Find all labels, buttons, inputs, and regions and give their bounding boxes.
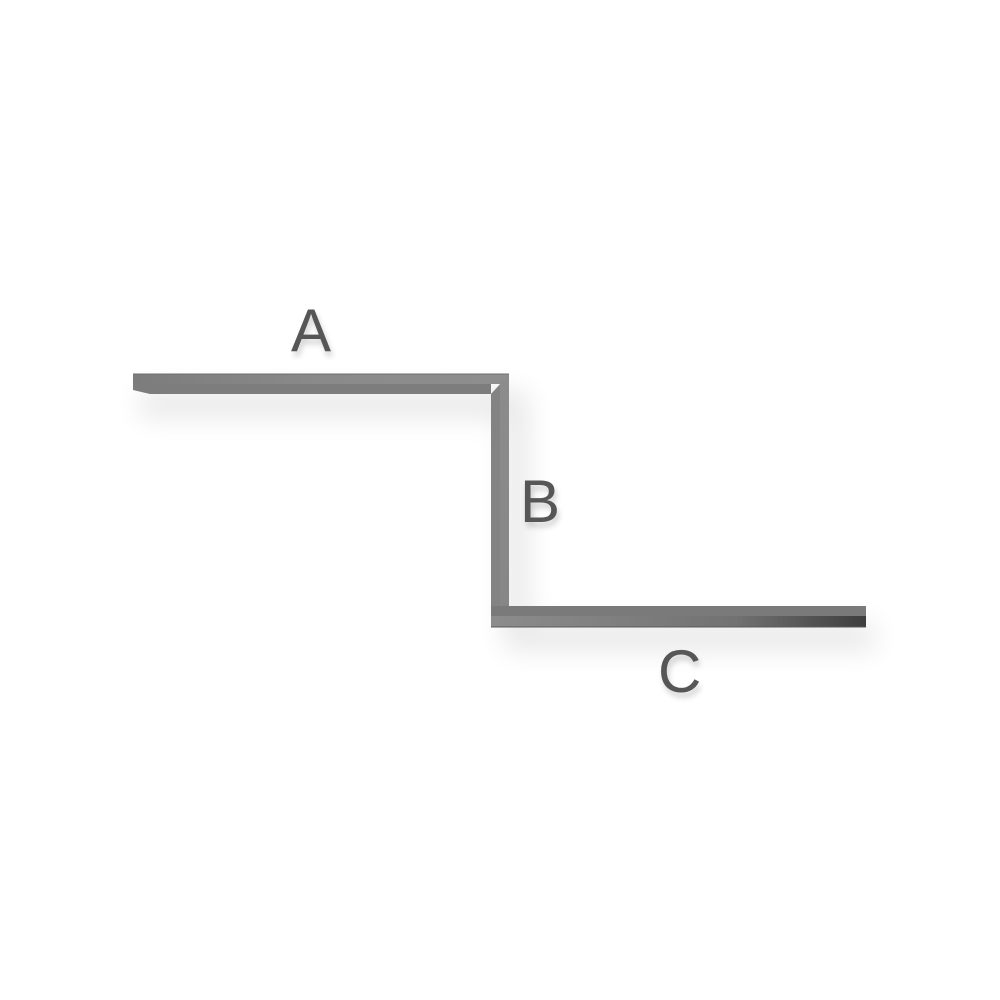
- label-c: C: [658, 638, 702, 705]
- bar-shadow: [140, 392, 875, 649]
- segment-b: [491, 374, 509, 626]
- label-a: A: [291, 297, 332, 364]
- segment-a: [133, 373, 509, 394]
- label-b: B: [520, 468, 561, 535]
- segment-c: [491, 606, 866, 628]
